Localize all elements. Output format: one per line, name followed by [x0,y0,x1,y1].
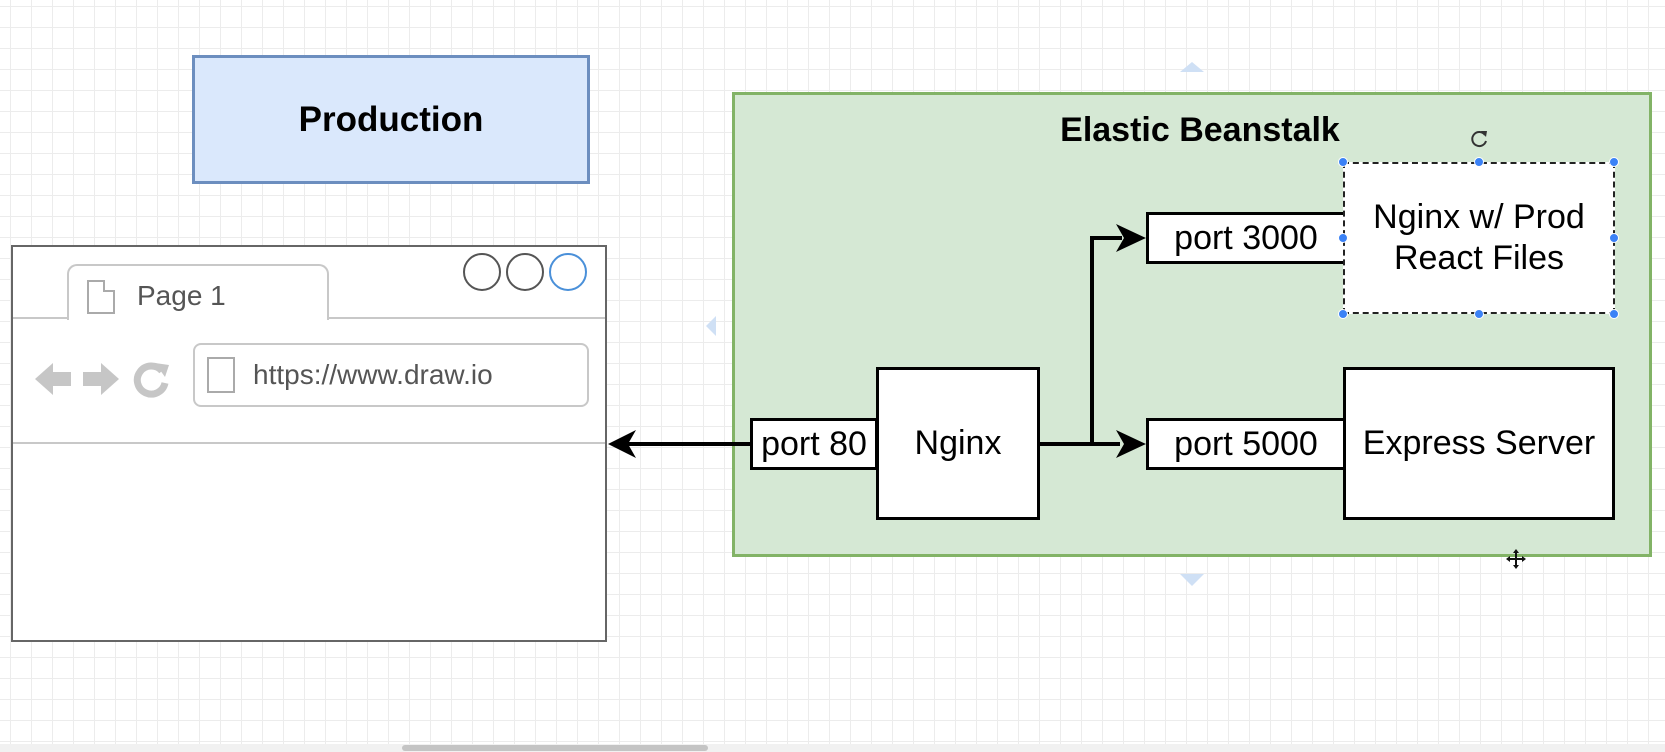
horizontal-scrollbar-thumb[interactable] [402,745,708,751]
browser-mockup[interactable]: Page 1 https://www.draw.io [11,245,607,642]
selection-handle[interactable] [1338,157,1348,167]
page-icon [207,357,235,393]
nginx-box[interactable]: Nginx [876,367,1040,520]
selection-handle[interactable] [1338,309,1348,319]
resize-hint-icon [1180,62,1204,72]
horizontal-scrollbar-track[interactable] [0,744,1665,752]
rotate-icon[interactable] [1468,128,1490,150]
nginx-prod-label: Nginx w/ Prod React Files [1373,198,1585,277]
tab-label: Page 1 [137,280,226,311]
port-5000-label: port 5000 [1174,424,1318,463]
back-arrow-icon[interactable] [33,359,73,399]
reload-icon[interactable] [131,359,171,399]
browser-tab[interactable]: Page 1 [67,264,329,320]
port-5000-box[interactable]: port 5000 [1146,418,1346,470]
window-button-circle[interactable] [463,253,501,291]
port-80-box[interactable]: port 80 [750,418,878,470]
port-80-label: port 80 [761,424,867,463]
selection-handle[interactable] [1338,233,1348,243]
production-label: Production [298,99,484,139]
port-3000-box[interactable]: port 3000 [1146,212,1346,264]
window-button-circle[interactable] [506,253,544,291]
selection-handle[interactable] [1474,157,1484,167]
nginx-prod-box[interactable]: Nginx w/ Prod React Files [1343,162,1615,314]
selection-handle[interactable] [1474,309,1484,319]
edge-port80-to-browser [608,430,750,458]
selection-handle[interactable] [1609,157,1619,167]
express-server-box[interactable]: Express Server [1343,367,1615,520]
resize-hint-icon [706,316,716,336]
port-3000-label: port 3000 [1174,218,1318,257]
edge-nginx-to-port3000 [1090,224,1146,444]
nginx-label: Nginx [914,424,1002,463]
url-bar[interactable]: https://www.draw.io [193,343,589,407]
document-icon [87,280,115,314]
production-label-box[interactable]: Production [192,55,590,184]
content-divider [13,442,605,444]
resize-hint-icon [1180,574,1204,586]
url-text: https://www.draw.io [253,359,493,390]
selection-handle[interactable] [1609,309,1619,319]
edge-nginx-to-port5000 [1040,430,1146,458]
express-server-label: Express Server [1362,424,1596,463]
forward-arrow-icon[interactable] [81,359,121,399]
move-cursor-icon [1506,549,1526,569]
window-button-circle[interactable] [549,253,587,291]
container-title: Elastic Beanstalk [1060,110,1340,149]
selection-handle[interactable] [1609,233,1619,243]
